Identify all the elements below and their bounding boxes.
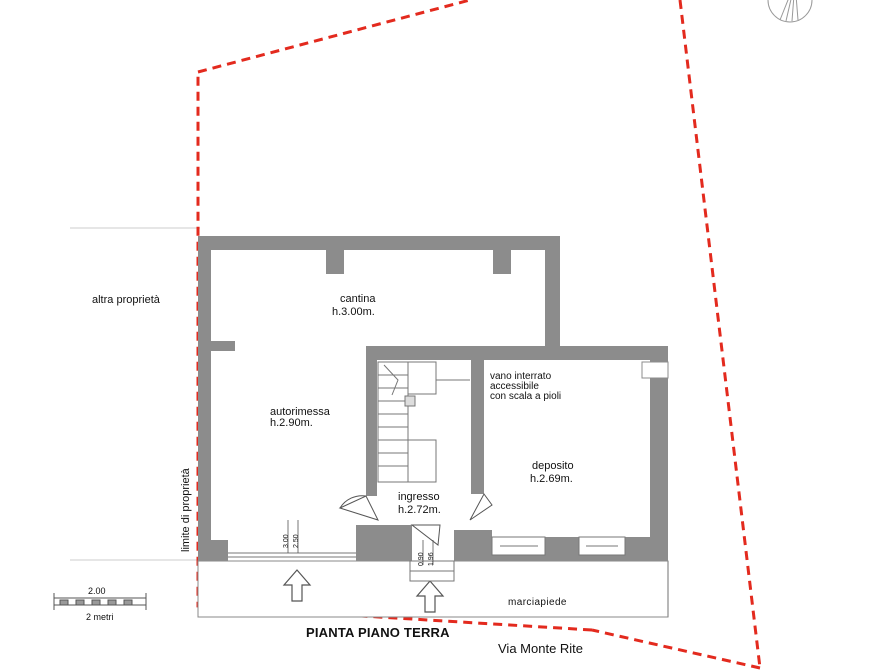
scale-bar — [53, 593, 147, 610]
street-name: Via Monte Rite — [498, 641, 584, 656]
garage-door — [228, 552, 356, 558]
entry-door-dim-2: 1.96 — [428, 552, 435, 566]
walls — [198, 236, 669, 561]
north-arrow-icon — [767, 0, 813, 23]
vano-note-line1: vano interrato — [490, 371, 552, 382]
room-autorimessa-name: autorimessa — [270, 406, 330, 418]
entry-door-dim-1: 0.90 — [418, 552, 425, 566]
dimension-lines — [287, 520, 434, 565]
room-deposito-height: h.2.69m. — [530, 473, 573, 485]
property-boundary — [196, 0, 762, 670]
room-deposito-name: deposito — [532, 460, 574, 472]
room-ingresso-height: h.2.72m. — [398, 504, 441, 516]
vano-note-line3: con scala a pioli — [490, 391, 562, 402]
limite-proprieta-label: limite di proprietà — [180, 468, 192, 552]
drawing-title: PIANTA PIANO TERRA — [306, 625, 450, 640]
altra-proprieta-label: altra proprietà — [92, 294, 160, 306]
scale-value: 2.00 — [88, 586, 106, 596]
garage-door-dim-2: 2.50 — [293, 534, 300, 548]
staircase — [377, 361, 470, 483]
entrance-arrow-icon — [282, 569, 445, 613]
window-niches — [491, 536, 626, 556]
scale-unit: 2 metri — [86, 612, 114, 622]
entry-steps — [409, 560, 455, 582]
door-swings — [338, 493, 493, 546]
room-cantina-height: h.3.00m. — [332, 306, 375, 318]
room-cantina-name: cantina — [340, 293, 376, 305]
garage-door-dim-1: 3.00 — [283, 534, 290, 548]
room-ingresso-name: ingresso — [398, 491, 440, 503]
vano-note-line2: accessibile — [490, 381, 539, 392]
marciapiede-label: marciapiede — [508, 597, 567, 608]
room-autorimessa-height: h.2.90m. — [270, 417, 313, 429]
